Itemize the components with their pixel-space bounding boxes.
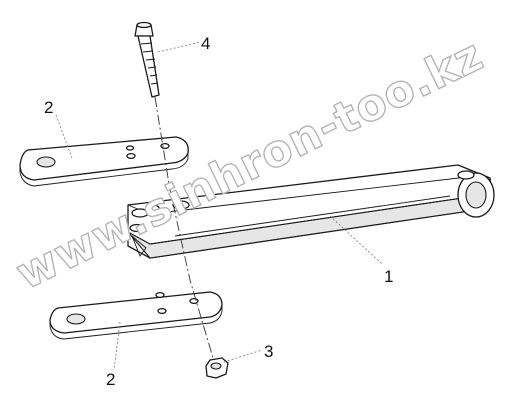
bolt-part-4 (134, 21, 160, 98)
leader-line-2-lower (113, 321, 121, 371)
leader-line-3 (223, 349, 263, 363)
leader-line-4 (157, 41, 201, 53)
callout-2-lower: 2 (106, 370, 115, 389)
nut-part-3 (205, 357, 229, 379)
plate-part-2-upper (19, 136, 189, 187)
assembly-axis (154, 96, 214, 359)
main-bar-part-1 (127, 164, 495, 259)
plate-part-2-lower (49, 291, 223, 340)
callout-4: 4 (201, 34, 210, 53)
callout-2-upper: 2 (44, 98, 53, 117)
callout-1: 1 (384, 267, 393, 286)
callout-3: 3 (264, 342, 273, 361)
